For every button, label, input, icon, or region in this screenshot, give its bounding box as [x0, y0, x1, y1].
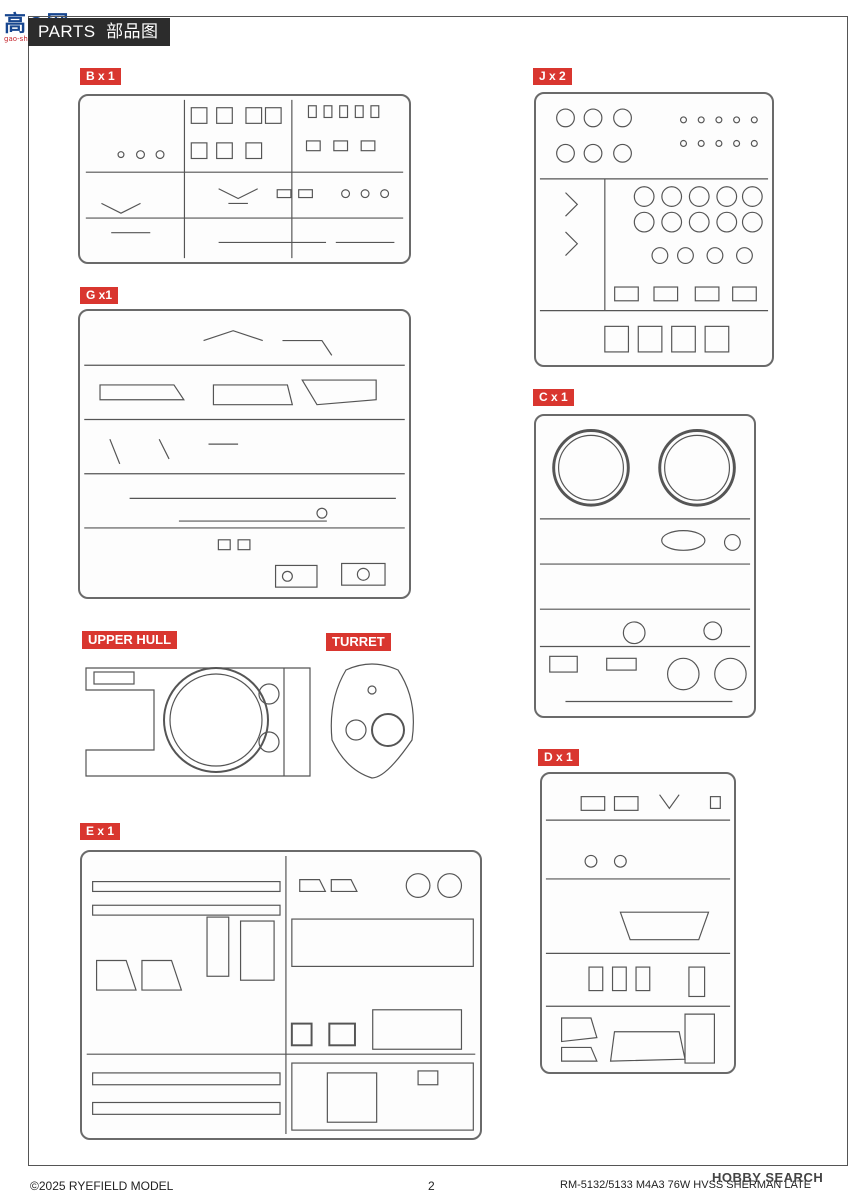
sprue-label-b: B x 1 — [80, 68, 121, 85]
sprue-g-drawing — [84, 330, 405, 588]
sprue-c — [534, 414, 756, 718]
sprue-d-drawing — [545, 794, 731, 1064]
copyright-text: ©2025 RYEFIELD MODEL — [30, 1179, 174, 1193]
sprue-label-j: J x 2 — [533, 68, 572, 85]
sprue-e-drawing — [86, 855, 476, 1135]
hobby-search-watermark: HOBBY SEARCH — [712, 1170, 824, 1185]
sprue-j — [534, 92, 774, 367]
sprue-label-e: E x 1 — [80, 823, 121, 840]
sprue-d — [540, 772, 736, 1074]
parts-header-en: PARTS — [38, 22, 96, 41]
sprue-b — [78, 94, 411, 264]
parts-header: PARTS 部品图 — [28, 18, 170, 46]
parts-header-cn: 部品图 — [106, 22, 159, 41]
sprue-e — [80, 850, 482, 1140]
page-number: 2 — [428, 1179, 435, 1193]
upper-hull-label: UPPER HULL — [82, 631, 178, 649]
sprue-b-drawing — [85, 99, 404, 259]
turret-drawing — [326, 660, 418, 780]
sprue-g — [78, 309, 411, 599]
sprue-c-drawing — [539, 429, 751, 703]
page-border — [28, 16, 848, 1166]
sprue-label-c: C x 1 — [533, 389, 574, 406]
sprue-j-drawing — [539, 108, 769, 353]
turret-label: TURRET — [326, 633, 391, 651]
product-code: RM-5132/5133 M4A3 76W HVSS SHERMAN LATE — [560, 1179, 812, 1191]
upper-hull-drawing — [84, 660, 312, 780]
sprue-label-d: D x 1 — [538, 749, 579, 766]
sprue-label-g: G x1 — [80, 287, 119, 304]
